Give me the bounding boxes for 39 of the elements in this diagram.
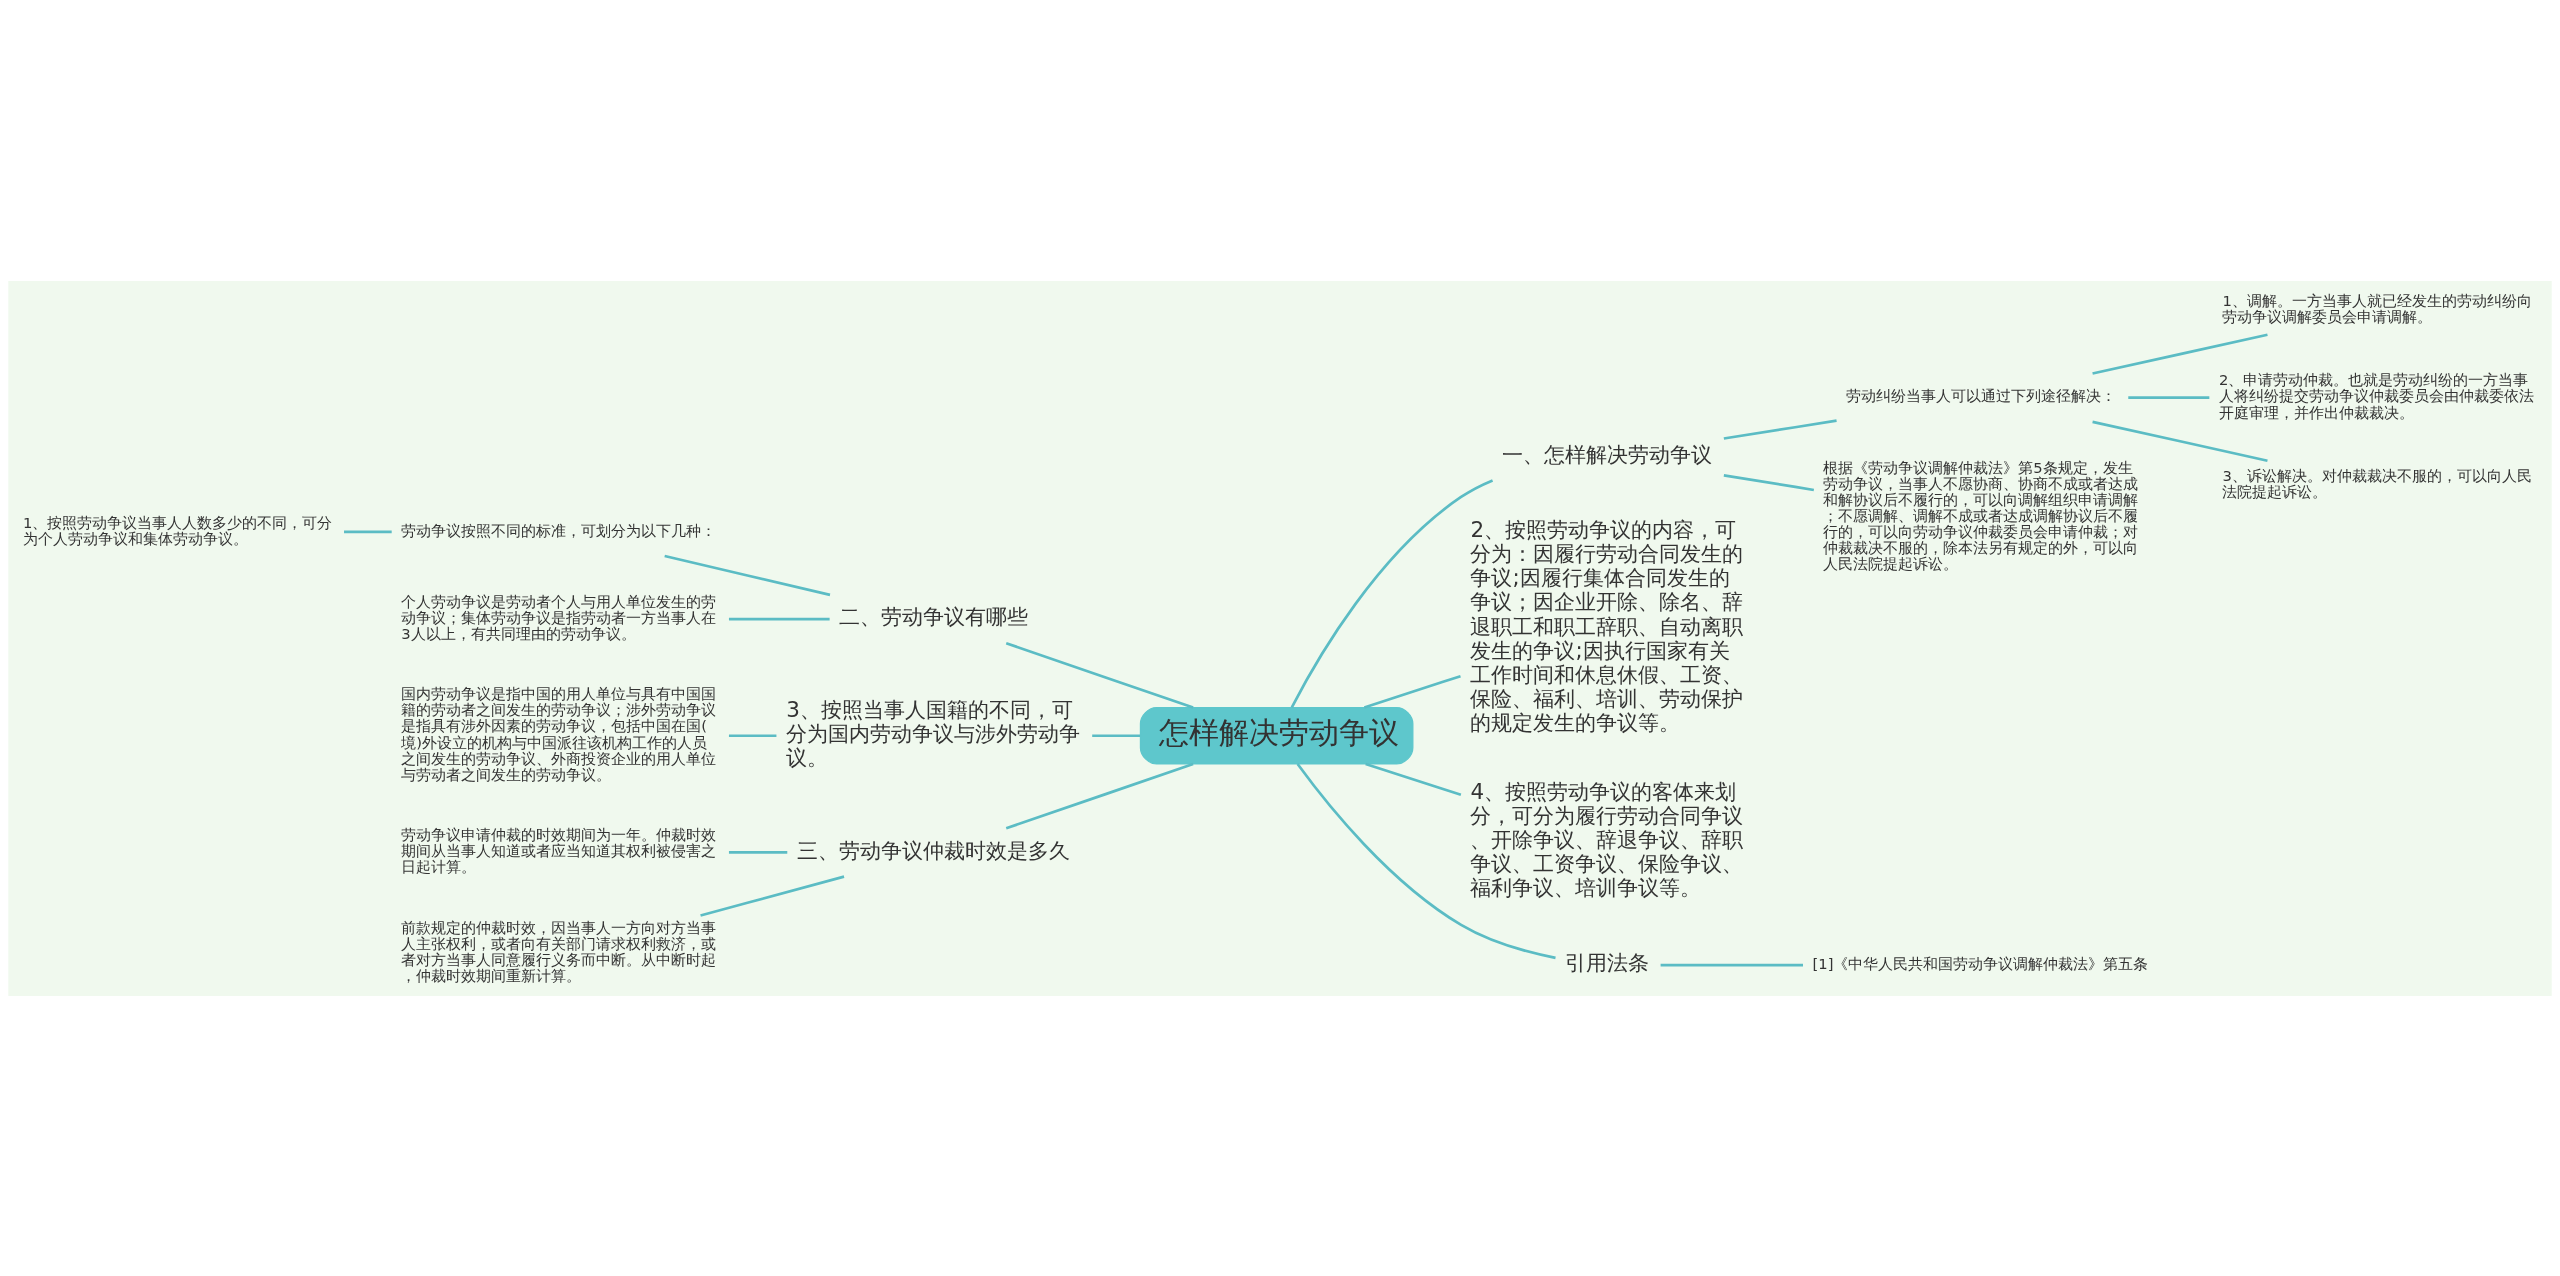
connector [2128,395,2210,399]
connector [664,554,831,596]
node-text: 3、诉讼解决。对仲裁裁决不服的，可以向人民法院提起诉讼。 [2222,466,2532,500]
node-text: 三、劳动争议仲裁时效是多久 [797,837,1071,863]
node-text: 劳动纠纷当事人可以通过下列途径解决： [1846,386,2117,404]
connector [1660,963,1803,966]
connector [1005,641,1194,709]
node-text: 2、按照劳动争议的内容，可分为：因履行劳动合同发生的争议;因履行集体合同发生的争议；因企业开除、除名、辞退职工和职工辞职、自动离职发生的争议;因执行国家有关工作时间和休息休假、工资、保险、福利、培训、劳动保护的规定发生的争议等。 [1470,516,1744,735]
connector [1290,478,1494,708]
connector [728,733,777,737]
node-text: 1、按照劳动争议当事人人数多少的不同，可分为个人劳动争议和集体劳动争议。 [23,513,333,547]
connector [1723,418,1837,440]
connector [1092,733,1141,737]
connector [1296,762,1556,959]
connector [1005,762,1194,830]
node-text: 国内劳动争议是指中国的用人单位与具有中国国籍的劳动者之间发生的劳动争议；涉外劳动争议是指具有涉外因素的劳动争议，包括中国在国(境)外设立的机构与中国派往该机构工作的人员之间发生的劳动争议、外商投资企业的用人单位与劳动者之间发生的劳动争议。 [401,684,717,783]
connector [700,874,845,917]
node-text: 3、按照当事人国籍的不同，可分为国内劳动争议与涉外劳动争议。 [786,696,1081,770]
node-text: 劳动争议按照不同的标准，可划分为以下几种： [401,521,717,539]
node-text: 个人劳动争议是劳动者个人与用人单位发生的劳动争议；集体劳动争议是指劳动者一方当事人在3人以上，有共同理由的劳动争议。 [401,592,717,642]
node-text: 劳动争议申请仲裁的时效期间为一年。仲裁时效期间从当事人知道或者应当知道其权利被侵害之日起计算。 [401,825,717,875]
connector [2092,420,2268,462]
connector [1723,473,1815,491]
connector [728,850,788,854]
connector [1363,674,1461,709]
node-text: 一、怎样解决劳动争议 [1502,441,1713,467]
node-text: 4、按照劳动争议的客体来划分，可分为履行劳动合同争议、开除争议、辞退争议、辞职争议、工资争议、保险争议、福利争议、培训争议等。 [1470,778,1744,900]
node-text: 引用法条 [1565,949,1650,975]
connector [1365,762,1462,796]
node-text: 二、劳动争议有哪些 [839,603,1029,629]
node-text: 前款规定的仲裁时效，因当事人一方向对方当事人主张权利，或者向有关部门请求权利救济，或者对方当事人同意履行义务而中断。从中断时起，仲裁时效期间重新计算。 [401,918,717,984]
node-text: 1、调解。一方当事人就已经发生的劳动纠纷向劳动争议调解委员会申请调解。 [2222,291,2532,325]
node-text: 根据《劳动争议调解仲裁法》第5条规定，发生劳动争议，当事人不愿协商、协商不成或者达成和解协议后不履行的，可以向调解组织申请调解；不愿调解、调解不成或者达成调解协议后不履行的，可以向劳动争议仲裁委员会申请仲裁；对仲裁裁决不服的，除本法另有规定的外，可以向人民法院提起诉讼。 [1823,458,2139,572]
node-text: [1]《中华人民共和国劳动争议调解仲裁法》第五条 [1812,954,2149,972]
connector [2092,332,2268,375]
connector [344,530,392,533]
node-box: 怎样解决劳动争议 [1139,706,1414,765]
connector [728,617,830,620]
node-text: 2、申请劳动仲裁。也就是劳动纠纷的一方当事人将纠纷提交劳动争议仲裁委员会由仲裁委依法开庭审理，并作出仲裁裁决。 [2219,370,2535,421]
